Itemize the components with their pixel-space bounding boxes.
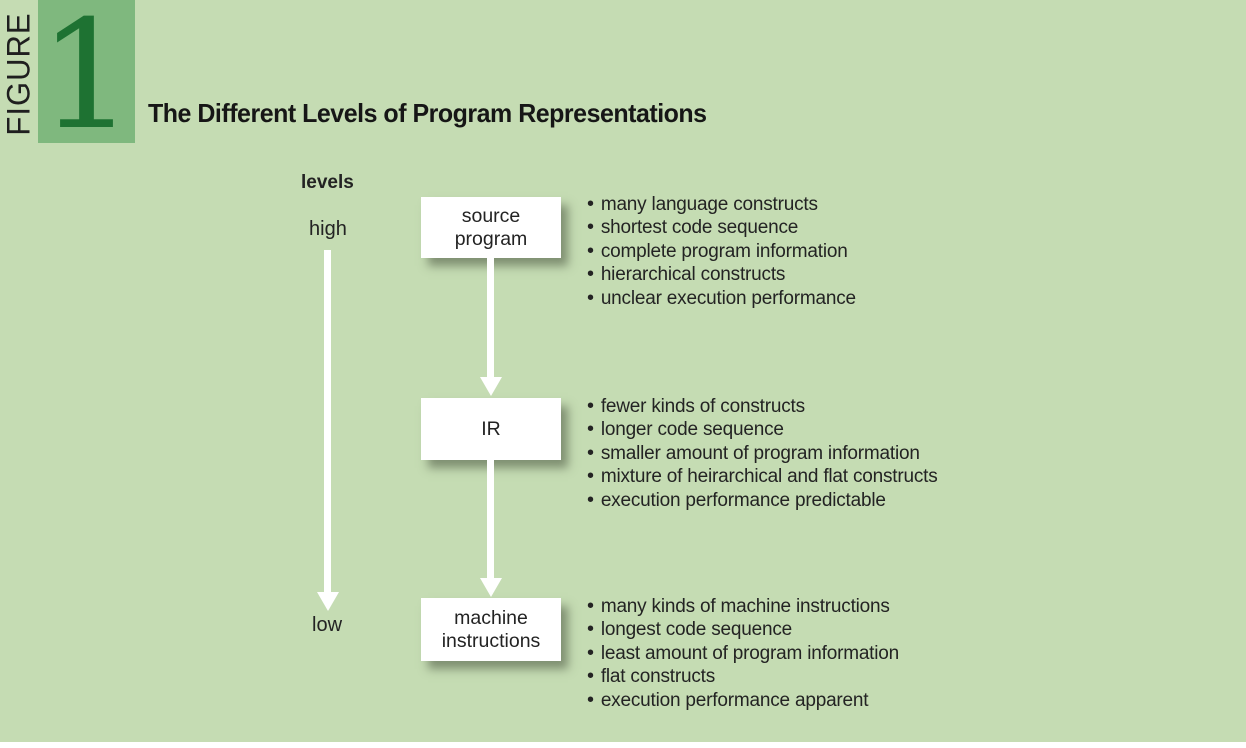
bullet-dot-icon: • — [587, 688, 594, 711]
bullet-item: • many language constructs — [587, 193, 856, 216]
bullet-dot-icon: • — [587, 618, 594, 641]
bullet-dot-icon: • — [587, 418, 594, 441]
bullet-text: fewer kinds of constructs — [600, 396, 805, 417]
arrow-ir-to-machine-head-icon — [480, 578, 502, 597]
bullet-dot-icon: • — [587, 216, 594, 239]
bullet-dot-icon: • — [587, 239, 594, 262]
bullet-dot-icon: • — [587, 286, 594, 309]
bullet-dot-icon: • — [587, 193, 594, 215]
bullet-list-machine-instructions: • many kinds of machine instructions • lon… — [587, 595, 899, 712]
axis-title-levels: levels — [301, 172, 354, 193]
bullet-item: • least amount of program information — [587, 642, 899, 665]
bullet-text: smaller amount of program information — [600, 442, 920, 464]
node-label-line: IR — [481, 417, 501, 440]
node-label-line: source — [461, 204, 521, 227]
bullet-item: • shortest code sequence — [587, 216, 856, 239]
bullet-text: complete program information — [600, 240, 848, 262]
bullet-item: • hierarchical constructs — [587, 263, 856, 286]
axis-label-low: low — [312, 614, 343, 636]
bullet-dot-icon: • — [587, 641, 594, 664]
bullet-item: • many kinds of machine instructions — [587, 595, 899, 618]
arrow-ir-to-machine-shaft — [487, 460, 494, 579]
bullet-text: mixture of heirarchical and flat constru… — [600, 466, 938, 488]
node-label-line: program — [454, 227, 528, 250]
figure-number: 1 — [38, 0, 135, 163]
bullet-item: • execution performance predictable — [587, 489, 938, 512]
node-source-program: source program — [421, 197, 561, 258]
levels-axis-arrow-shaft — [324, 250, 331, 593]
bullet-text: execution performance predictable — [600, 489, 886, 511]
bullet-text: longer code sequence — [600, 419, 784, 441]
arrow-source-to-ir-head-icon — [480, 377, 502, 396]
bullet-text: longest code sequence — [600, 619, 793, 641]
bullet-dot-icon: • — [587, 488, 594, 511]
bullet-text: unclear execution performance — [600, 287, 856, 309]
bullet-item: • complete program information — [587, 240, 856, 263]
node-label-line: machine — [454, 606, 528, 629]
bullet-dot-icon: • — [587, 465, 594, 488]
bullet-list-ir: • fewer kinds of constructs • longer code … — [587, 395, 938, 512]
axis-label-high: high — [309, 218, 347, 240]
bullet-dot-icon: • — [587, 263, 594, 286]
bullet-text: flat constructs — [600, 666, 716, 688]
arrow-source-to-ir-shaft — [487, 258, 494, 378]
bullet-item: • longer code sequence — [587, 418, 938, 441]
bullet-dot-icon: • — [587, 441, 594, 464]
bullet-item: • flat constructs — [587, 665, 899, 688]
bullet-text: shortest code sequence — [600, 217, 799, 239]
bullet-item: • execution performance apparent — [587, 689, 899, 712]
bullet-item: • fewer kinds of constructs — [587, 395, 938, 418]
bullet-dot-icon: • — [587, 595, 594, 617]
node-machine-instructions: machine instructions — [421, 598, 561, 661]
bullet-list-source-program: • many language constructs • shortest code… — [587, 193, 856, 310]
bullet-text: execution performance apparent — [600, 689, 869, 711]
figure-title: The Different Levels of Program Represen… — [148, 98, 707, 128]
bullet-text: least amount of program information — [600, 642, 900, 664]
node-label-line: instructions — [441, 629, 541, 652]
bullet-text: hierarchical constructs — [600, 264, 786, 286]
bullet-item: • smaller amount of program information — [587, 442, 938, 465]
bullet-text: many kinds of machine instructions — [600, 596, 890, 617]
bullet-item: • longest code sequence — [587, 618, 899, 641]
bullet-text: many language constructs — [600, 194, 818, 215]
bullet-dot-icon: • — [587, 665, 594, 688]
levels-axis-arrowhead-icon — [317, 592, 339, 611]
bullet-dot-icon: • — [587, 395, 594, 417]
figure-number-square: 1 — [38, 0, 135, 163]
bullet-item: • unclear execution performance — [587, 287, 856, 310]
node-ir: IR — [421, 398, 561, 460]
bullet-item: • mixture of heirarchical and flat constr… — [587, 465, 938, 488]
figure-word-vertical: FIGURE — [0, 12, 37, 136]
